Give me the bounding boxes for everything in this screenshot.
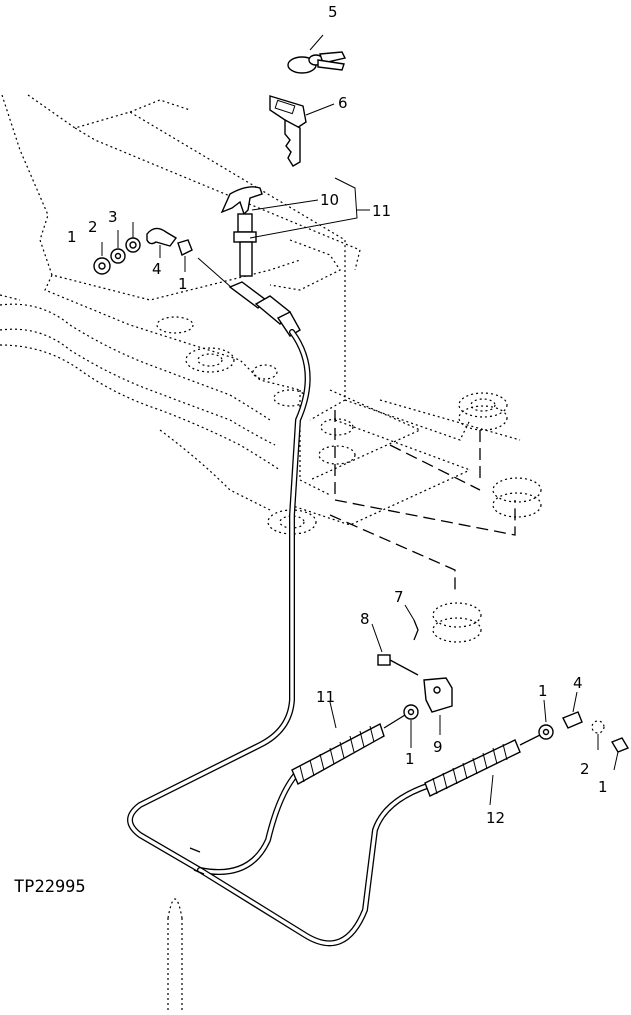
callout-1: 1 [598,778,608,796]
callout-7: 7 [394,588,404,606]
callout-4: 4 [152,260,162,278]
callout-12: 12 [486,809,505,827]
callout-2: 2 [88,218,98,236]
upper-cable-end [197,257,301,337]
callout-1: 1 [178,275,188,293]
callout-1: 1 [538,682,548,700]
cable-11 [127,329,406,875]
callout-6: 6 [338,94,348,112]
machine-frame [0,94,521,1010]
rubber-grommets [156,316,542,643]
callout-5: 5 [328,3,338,21]
callout-11: 11 [316,688,335,706]
mounting-lines [329,410,516,590]
callout-labels: 1 2 3 4 1 5 6 10 11 7 8 9 11 1 1 4 2 1 1… [67,3,608,827]
throttle-handle [220,177,370,277]
callout-3: 3 [108,208,118,226]
cable-12 [189,734,541,947]
callout-1: 1 [67,228,77,246]
callout-9: 9 [433,738,443,756]
callout-2: 2 [580,760,590,778]
lower-hardware [329,604,630,806]
ignition-key [269,95,335,167]
upper-hardware [93,222,193,275]
callout-10: 10 [320,191,339,209]
callout-1: 1 [405,750,415,768]
key-ring [287,34,347,74]
callout-11: 11 [372,202,391,220]
callout-4: 4 [573,674,583,692]
figure-id: TP22995 [14,877,86,897]
callout-8: 8 [360,610,370,628]
